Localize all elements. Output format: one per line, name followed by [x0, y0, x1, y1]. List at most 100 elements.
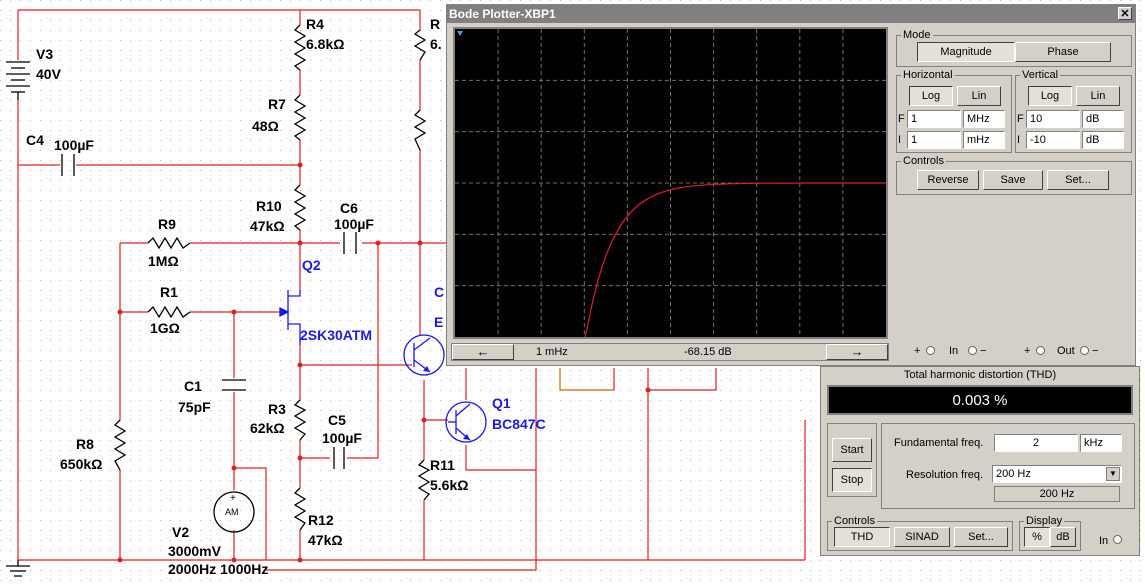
- vertical-initial-unit[interactable]: dB: [1082, 131, 1124, 149]
- thd-readout: 0.003 %: [827, 385, 1133, 415]
- v2-freq: 2000Hz 1000Hz: [168, 561, 269, 577]
- vertical-final-unit[interactable]: dB: [1082, 110, 1124, 128]
- display-label: Display: [1024, 515, 1065, 527]
- bode-controls-label: Controls: [901, 155, 946, 167]
- r-partial-name: R: [430, 16, 441, 32]
- r4-value: 6.8kΩ: [306, 36, 345, 52]
- fundamental-freq-unit[interactable]: kHz: [1080, 434, 1122, 452]
- r4-name: R4: [306, 16, 324, 32]
- vertical-lin-button[interactable]: Lin: [1076, 86, 1120, 106]
- resolution-freq-label: Resolution freq.: [906, 469, 984, 481]
- frequency-group: Fundamental freq. 2 kHz Resolution freq.…: [881, 423, 1135, 509]
- save-button[interactable]: Save: [983, 170, 1043, 190]
- q2-model: 2SK30ATM: [300, 327, 373, 343]
- v3-value: 40V: [36, 66, 61, 82]
- db-button[interactable]: dB: [1050, 527, 1076, 547]
- thd-set-button[interactable]: Set...: [954, 527, 1008, 547]
- in-plus-terminal[interactable]: [926, 346, 935, 355]
- readout-frequency: 1 mHz: [536, 346, 568, 358]
- thd-title: Total harmonic distortion (THD): [903, 369, 1057, 381]
- v2-plus-sign: +: [230, 493, 236, 504]
- q2-name: Q2: [302, 257, 321, 273]
- sinad-button[interactable]: SINAD: [894, 527, 950, 547]
- horizontal-lin-button[interactable]: Lin: [957, 86, 1001, 106]
- horizontal-final-unit[interactable]: MHz: [963, 110, 1005, 128]
- bode-readout-bar: ← 1 mHz -68.15 dB →: [451, 343, 889, 361]
- horizontal-initial-unit[interactable]: mHz: [963, 131, 1005, 149]
- v2-name: V2: [172, 524, 190, 540]
- q-partial-e: E: [434, 314, 444, 330]
- bode-title-bar[interactable]: Bode Plotter-XBP1 ✕: [447, 5, 1135, 23]
- horizontal-initial-input[interactable]: 1: [907, 131, 961, 149]
- phase-button[interactable]: Phase: [1015, 42, 1111, 62]
- readout-value: -68.15 dB: [684, 346, 732, 358]
- c5-name: C5: [328, 412, 346, 428]
- thd-in-label: In: [1099, 535, 1109, 547]
- bode-plot-screen[interactable]: [453, 27, 888, 339]
- am-source-icon: AM: [225, 507, 239, 517]
- start-stop-group: Start Stop: [827, 423, 877, 497]
- r9-value: 1MΩ: [148, 253, 179, 269]
- horizontal-i-letter: I: [898, 134, 902, 146]
- r-partial-value: 6.: [430, 36, 442, 52]
- r10-name: R10: [256, 198, 282, 214]
- c6-name: C6: [340, 200, 358, 216]
- vertical-f-letter: F: [1017, 113, 1024, 125]
- horizontal-final-input[interactable]: 1: [907, 110, 961, 128]
- resolution-freq-value: 200 Hz: [996, 468, 1031, 480]
- vertical-i-letter: I: [1017, 134, 1021, 146]
- reverse-button[interactable]: Reverse: [917, 170, 979, 190]
- percent-button[interactable]: %: [1024, 527, 1050, 547]
- c4-name: C4: [26, 132, 44, 148]
- c1-value: 75pF: [178, 399, 211, 415]
- out-label: Out: [1057, 345, 1075, 357]
- vertical-label: Vertical: [1020, 69, 1061, 81]
- r1-name: R1: [160, 284, 178, 300]
- c5-value: 100µF: [322, 430, 362, 446]
- chevron-down-icon[interactable]: ▼: [1106, 467, 1120, 481]
- in-minus-terminal[interactable]: [968, 346, 977, 355]
- fundamental-freq-input[interactable]: 2: [994, 434, 1078, 452]
- q1-model: BC847C: [492, 416, 546, 432]
- r3-value: 62kΩ: [250, 420, 285, 436]
- thd-analyzer-panel[interactable]: Total harmonic distortion (THD) 0.003 % …: [820, 366, 1140, 556]
- mode-group: Mode Magnitude Phase: [896, 29, 1132, 67]
- bode-controls-group: Controls Reverse Save Set...: [896, 155, 1132, 195]
- vertical-final-input[interactable]: 10: [1026, 110, 1080, 128]
- v3-name: V3: [36, 46, 54, 62]
- horizontal-group: Horizontal Log Lin F 1 MHz I 1 mHz: [896, 69, 1012, 153]
- r7-name: R7: [268, 96, 286, 112]
- mode-label: Mode: [901, 29, 933, 41]
- vertical-log-button[interactable]: Log: [1028, 86, 1072, 106]
- magnitude-button[interactable]: Magnitude: [917, 42, 1015, 62]
- horizontal-f-letter: F: [898, 113, 905, 125]
- vertical-initial-input[interactable]: -10: [1026, 131, 1080, 149]
- bode-plotter-window[interactable]: Bode Plotter-XBP1 ✕ ← 1 mHz -68.15 dB → …: [446, 4, 1136, 366]
- thd-in-terminal[interactable]: [1113, 535, 1122, 544]
- set-button[interactable]: Set...: [1047, 170, 1109, 190]
- horizontal-log-button[interactable]: Log: [909, 86, 953, 106]
- thd-controls-label: Controls: [832, 515, 877, 527]
- start-button[interactable]: Start: [832, 438, 872, 462]
- r11-name: R11: [430, 457, 455, 473]
- c6-value: 100µF: [334, 216, 374, 232]
- r11-value: 5.6kΩ: [430, 477, 469, 493]
- resolution-freq-select[interactable]: 200 Hz ▼: [992, 465, 1122, 483]
- thd-mode-button[interactable]: THD: [834, 527, 890, 547]
- v2-value: 3000mV: [168, 543, 221, 559]
- stop-button[interactable]: Stop: [832, 468, 872, 492]
- r12-value: 47kΩ: [308, 532, 343, 548]
- out-plus-terminal[interactable]: [1036, 346, 1045, 355]
- cursor-left-button[interactable]: ←: [452, 344, 514, 360]
- r10-value: 47kΩ: [250, 218, 285, 234]
- r3-name: R3: [268, 401, 286, 417]
- r9-name: R9: [158, 216, 176, 232]
- out-minus-label: −: [1092, 345, 1099, 357]
- magnitude-trace: [584, 182, 885, 338]
- bode-title: Bode Plotter-XBP1: [449, 7, 556, 21]
- out-minus-terminal[interactable]: [1080, 346, 1089, 355]
- out-plus-label: +: [1024, 345, 1031, 357]
- cursor-right-button[interactable]: →: [826, 344, 888, 360]
- close-icon[interactable]: ✕: [1118, 7, 1132, 20]
- resolution-freq-display: 200 Hz: [994, 486, 1120, 502]
